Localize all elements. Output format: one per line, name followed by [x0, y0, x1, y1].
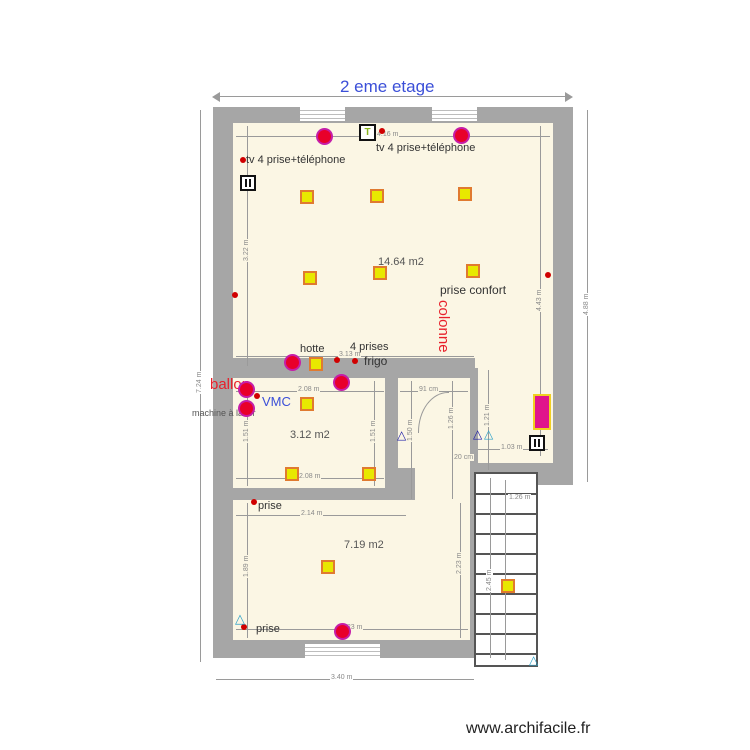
watermark[interactable]: www.archifacile.fr: [466, 720, 591, 737]
telephone-socket-icon[interactable]: T: [359, 124, 376, 141]
dimension-laundry-top: 2.08 m: [297, 386, 321, 393]
dimension-lower-width: 2.14 m: [300, 510, 324, 517]
staircase[interactable]: [474, 472, 538, 667]
switch-icon[interactable]: △: [529, 653, 539, 667]
label-vmc: VMC: [262, 394, 291, 409]
outlet-icon[interactable]: [232, 292, 238, 298]
ceiling-light-icon[interactable]: [300, 397, 314, 411]
outlet-icon[interactable]: [241, 624, 247, 630]
dimension-corridor-height: 1.26 m: [448, 406, 455, 430]
interior-wall-laundry-bottom: [233, 488, 415, 500]
outlet-icon[interactable]: [545, 272, 551, 278]
label-hotte: hotte: [300, 343, 325, 355]
ceiling-light-icon[interactable]: [466, 264, 480, 278]
dimension-overall-right: 4.88 m: [583, 292, 590, 316]
label-prise-confort: prise confort: [440, 283, 507, 297]
interior-wall-horizontal: [233, 368, 475, 378]
interior-wall-corridor-right: [470, 368, 478, 468]
room-area-laundry: 3.12 m2: [290, 429, 330, 441]
label-frigo: frigo: [364, 354, 388, 368]
dimension-overall-bottom: 3.40 m: [330, 674, 354, 681]
wall-light-icon[interactable]: [318, 130, 331, 143]
ceiling-light-icon[interactable]: [362, 467, 376, 481]
dimension-main-height-left: 3.22 m: [243, 238, 250, 262]
label-four-prises: 4 prises: [350, 341, 389, 353]
wall-light-icon[interactable]: [240, 402, 253, 415]
dimension-right-width: 1.03 m: [500, 444, 524, 451]
dimension-small-gap: 20 cm: [453, 454, 475, 461]
dim-line-corridor: [452, 381, 453, 499]
window-top-right: [432, 107, 477, 121]
switch-icon[interactable]: △: [484, 427, 494, 441]
ceiling-light-icon[interactable]: [285, 467, 299, 481]
outlet-icon[interactable]: [251, 499, 257, 505]
floor-corridor-lower: [415, 468, 470, 500]
label-colonne: colonne: [435, 300, 452, 353]
room-area-main: 14.64 m2: [378, 256, 424, 268]
dimension-stair-length: 2.45 m: [486, 568, 493, 592]
label-prise-bottom: prise: [256, 623, 280, 635]
outlet-icon[interactable]: [352, 358, 358, 364]
outlet-icon[interactable]: [240, 157, 246, 163]
switch-icon[interactable]: △: [235, 611, 245, 626]
plan-title: 2 eme etage: [340, 77, 435, 96]
floor-main-room: [233, 123, 553, 358]
ceiling-light-icon[interactable]: [309, 357, 323, 371]
ceiling-light-icon[interactable]: [373, 266, 387, 280]
radiator-icon[interactable]: [533, 394, 551, 430]
label-machine-a-laver: machine à laver: [192, 408, 256, 418]
dimension-door-width: 91 cm: [418, 386, 440, 393]
ceiling-light-icon[interactable]: [501, 579, 515, 593]
dimension-laundry-height-right: 1.51 m: [370, 419, 377, 443]
ceiling-light-icon[interactable]: [370, 189, 384, 203]
dimension-kitchen-width: 3.13 m: [338, 351, 362, 358]
dimension-corridor-left: 1.50 m: [407, 418, 414, 442]
dimension-lower-height-right: 2.23 m: [456, 551, 463, 575]
label-tv-top: tv 4 prise+téléphone: [376, 142, 476, 154]
outlet-icon[interactable]: [254, 393, 260, 399]
wall-light-icon[interactable]: [455, 129, 468, 142]
tv-socket-icon[interactable]: [529, 435, 545, 451]
wall-light-icon[interactable]: [335, 376, 348, 389]
room-area-lower: 7.19 m2: [344, 539, 384, 551]
dimension-right-small: 1.21 m: [484, 403, 491, 427]
label-prise-mid: prise: [258, 500, 282, 512]
interior-wall-lower-right: [470, 468, 475, 658]
dimension-laundry-height-left: 1.51 m: [243, 419, 250, 443]
ceiling-light-icon[interactable]: [303, 271, 317, 285]
stair-dim-line: [490, 478, 491, 658]
dimension-top-width: 4.16 m: [376, 131, 400, 138]
telephone-symbol: T: [364, 127, 371, 138]
dimension-laundry-bottom: 2.08 m: [298, 473, 322, 480]
dimension-stair-width: 1.26 m: [508, 494, 532, 501]
wall-light-icon[interactable]: [240, 383, 253, 396]
switch-icon[interactable]: △: [397, 428, 407, 442]
stair-direction-line: [505, 480, 506, 660]
dimension-lower-bottom: 2.23 m: [340, 624, 364, 631]
ceiling-light-icon[interactable]: [300, 190, 314, 204]
interior-wall-laundry-right: [385, 378, 398, 488]
wall-light-icon[interactable]: [286, 356, 299, 369]
dimension-main-height-right: 4.43 m: [536, 288, 543, 312]
window-bottom: [305, 644, 380, 658]
label-tv-left: tv 4 prise+téléphone: [246, 154, 346, 166]
ceiling-light-icon[interactable]: [458, 187, 472, 201]
outlet-icon[interactable]: [379, 128, 385, 134]
floor-lower-room: [233, 500, 470, 640]
tv-socket-icon[interactable]: [240, 175, 256, 191]
dimension-lower-height-left: 1.89 m: [243, 554, 250, 578]
wall-light-icon[interactable]: [336, 625, 349, 638]
window-top-left: [300, 107, 345, 121]
ceiling-light-icon[interactable]: [321, 560, 335, 574]
dimension-line-top: [215, 96, 571, 97]
arrow-left-icon: [212, 92, 220, 102]
outlet-icon[interactable]: [334, 357, 340, 363]
switch-icon[interactable]: △: [473, 427, 483, 441]
dimension-overall-left: 7.24 m: [196, 370, 203, 394]
arrow-right-icon: [565, 92, 573, 102]
